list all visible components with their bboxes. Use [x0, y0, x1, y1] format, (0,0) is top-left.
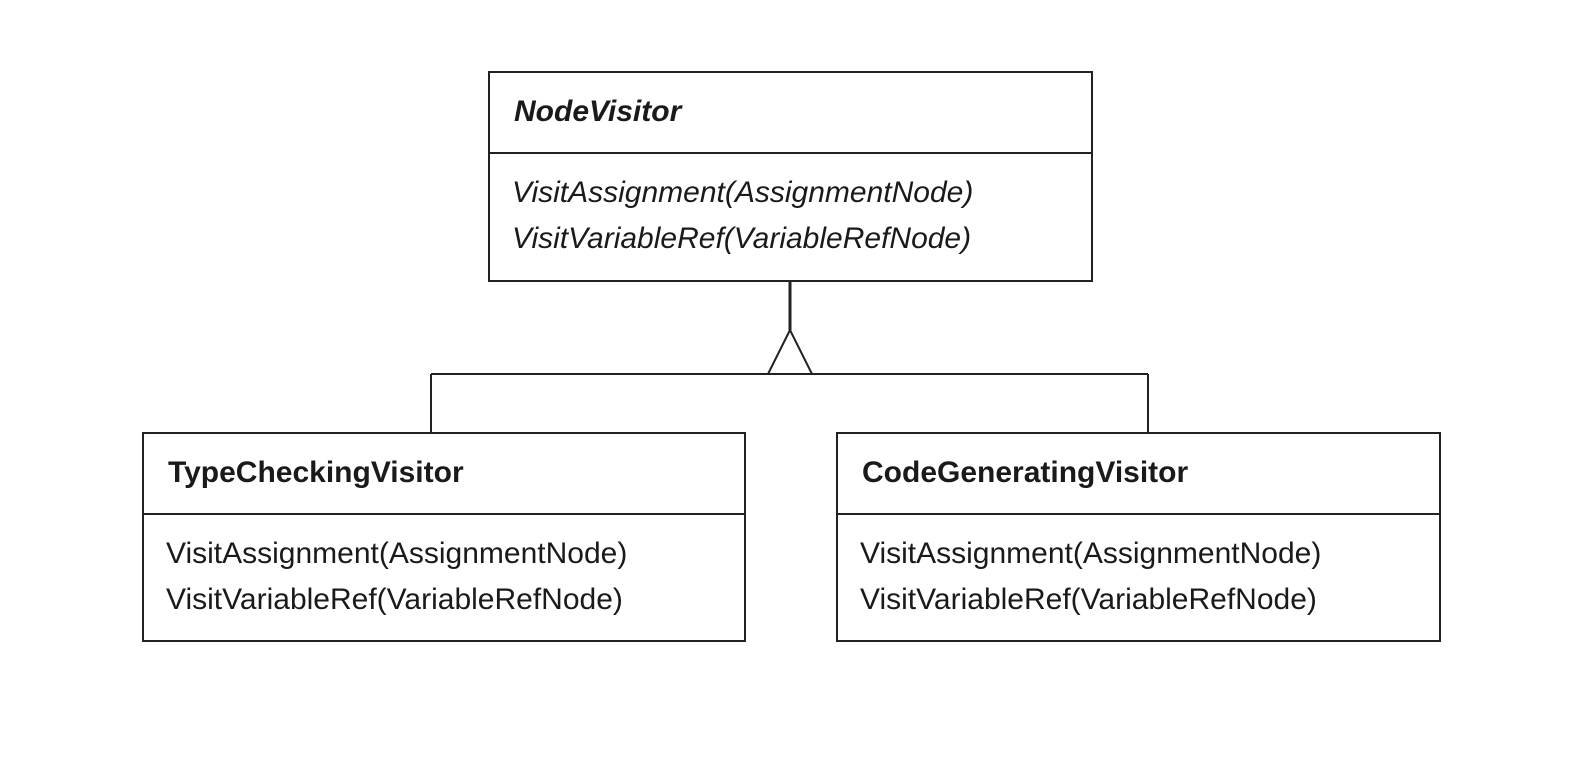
operations-compartment: VisitAssignment(AssignmentNode) VisitVar…: [144, 515, 744, 623]
operation: VisitAssignment(AssignmentNode): [512, 176, 974, 209]
class-code-generating-visitor: CodeGeneratingVisitor VisitAssignment(As…: [836, 432, 1441, 642]
operations-compartment: VisitAssignment(AssignmentNode) VisitVar…: [490, 154, 1091, 262]
class-name: TypeCheckingVisitor: [144, 434, 744, 515]
class-name: CodeGeneratingVisitor: [838, 434, 1439, 515]
operation: VisitVariableRef(VariableRefNode): [860, 583, 1317, 616]
class-type-checking-visitor: TypeCheckingVisitor VisitAssignment(Assi…: [142, 432, 746, 642]
operations-compartment: VisitAssignment(AssignmentNode) VisitVar…: [838, 515, 1439, 623]
class-node-visitor: NodeVisitor VisitAssignment(AssignmentNo…: [488, 71, 1093, 282]
operation: VisitVariableRef(VariableRefNode): [512, 222, 972, 255]
class-name: NodeVisitor: [490, 73, 1091, 154]
operation: VisitAssignment(AssignmentNode): [166, 537, 628, 570]
operation: VisitVariableRef(VariableRefNode): [166, 583, 623, 616]
operation: VisitAssignment(AssignmentNode): [860, 537, 1322, 570]
inheritance-arrowhead: [766, 327, 814, 375]
